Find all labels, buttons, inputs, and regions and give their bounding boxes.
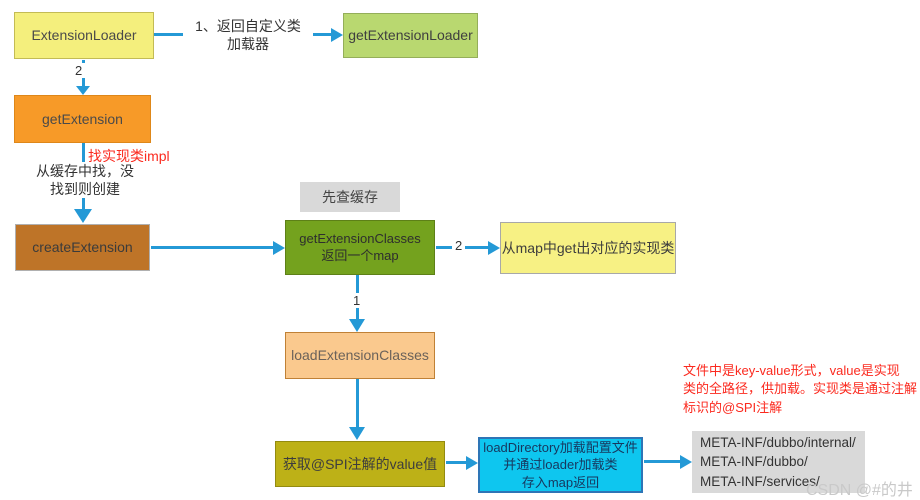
node-label-line: META-INF/services/ [700,473,820,489]
edge-label-step1: 1、返回自定义类 加载器 [183,17,313,54]
node-create-extension: createExtension [15,224,150,271]
edge-label-step2: 2 [72,63,86,78]
node-label-line: META-INF/dubbo/ [700,454,808,470]
edge-label-line: 从缓存中找，没 [36,163,134,179]
arrowhead-right-icon [273,241,285,255]
connector-spivalue-to-loaddir [446,461,468,464]
node-meta-inf-paths: META-INF/dubbo/internal/ META-INF/dubbo/… [692,431,865,493]
edge-label-step1-mid: 1 [350,293,364,308]
arrowhead-right-icon [466,456,478,470]
node-label-line: getExtensionClasses [299,230,421,246]
arrowhead-right-icon [331,28,343,42]
arrowhead-down-icon [349,319,365,332]
annotation-spi-note: 文件中是key-value形式，value是实现 类的全路径，供加载。实现类是通… [683,362,920,417]
node-label: getExtensionLoader [348,27,473,44]
annotation-line: 文件中是key-value形式，value是实现 [683,363,900,378]
edge-label-find-impl: 找实现类impl [88,148,170,164]
connector-loaddir-to-metainf [644,460,682,463]
annotation-line: 标识的@SPI注解 [683,399,783,415]
arrowhead-down-icon [74,209,92,223]
node-get-from-map: 从map中get出对应的实现类 [500,222,676,274]
arrowhead-right-icon [680,455,692,469]
edge-label-step2-mid: 2 [452,238,466,253]
node-extension-loader: ExtensionLoader [14,12,154,59]
arrowhead-down-icon [349,427,365,440]
connector-loadextclasses-to-spivalue [356,379,359,427]
node-check-cache: 先查缓存 [300,182,400,212]
node-label: loadExtensionClasses [291,347,429,364]
node-label: ExtensionLoader [31,27,137,44]
node-label: createExtension [32,239,133,256]
node-load-extension-classes: loadExtensionClasses [285,332,435,379]
node-get-extension: getExtension [14,95,151,143]
node-label: 获取@SPI注解的value值 [282,455,438,472]
annotation-line: 类的全路径，供加载。实现类是通过注解 [683,381,918,397]
node-label-line: 存入map返回 [521,474,600,490]
node-label-line: loadDirectory加载配置文件 [483,439,638,455]
node-get-spi-value: 获取@SPI注解的value值 [275,441,445,487]
edge-label-line: 1、返回自定义类 [195,18,301,34]
node-get-extension-loader: getExtensionLoader [343,13,478,58]
node-label-line: META-INF/dubbo/internal/ [700,434,856,450]
node-label: 从map中get出对应的实现类 [501,239,675,256]
csdn-watermark: CSDN @#的井 [806,482,913,499]
node-get-extension-classes: getExtensionClasses 返回一个map [285,220,435,275]
node-label: 先查缓存 [322,188,378,205]
connector-createext-to-getextclasses [151,246,275,249]
arrowhead-right-icon [488,241,500,255]
edge-label-line: 找到则创建 [50,181,120,198]
node-label: getExtension [42,110,123,127]
node-label-line: 并通过loader加载类 [503,457,618,473]
edge-label-cache-note: 从缓存中找，没 找到则创建 [25,162,145,199]
edge-label-line: 加载器 [227,36,269,53]
arrowhead-down-icon [76,86,90,95]
node-label-line: 返回一个map [321,247,399,263]
node-load-directory: loadDirectory加载配置文件 并通过loader加载类 存入map返回 [478,437,643,493]
